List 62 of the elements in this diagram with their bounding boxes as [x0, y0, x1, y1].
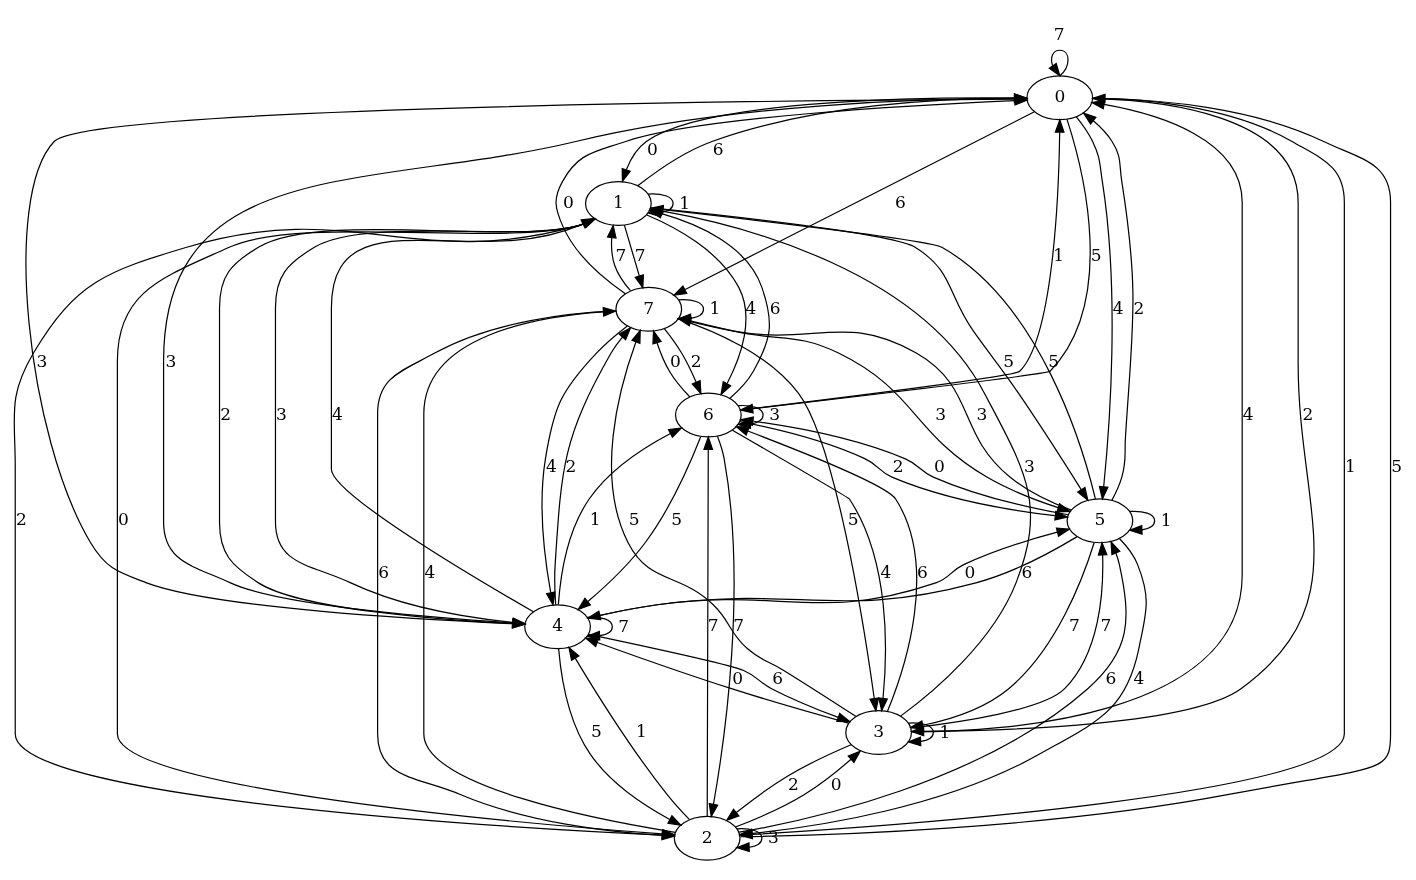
- edge-label: 4: [1112, 297, 1124, 318]
- edge-label: 2: [788, 773, 799, 794]
- edge-label: 5: [847, 509, 859, 530]
- edge-label: 7: [1100, 615, 1112, 636]
- edge-label: 1: [1053, 244, 1064, 265]
- edge-label: 7: [1068, 615, 1080, 636]
- edge-label: 0: [964, 562, 976, 583]
- edge-label: 0: [118, 509, 129, 530]
- edge-label: 5: [1003, 350, 1015, 371]
- edge-label: 4: [745, 297, 757, 318]
- edge-label: 5: [1048, 350, 1060, 371]
- edge-label: 7: [707, 615, 719, 636]
- edge-label: 6: [712, 139, 724, 160]
- edge-label: 2: [565, 456, 577, 477]
- edge-label: 5: [671, 509, 683, 530]
- edge-label: 2: [892, 456, 904, 477]
- edge-label: 5: [591, 720, 602, 741]
- edge-label: 3: [935, 403, 947, 424]
- edge-label: 6: [1105, 668, 1117, 689]
- edge-label: 2: [220, 403, 232, 424]
- edge-label: 3: [36, 350, 48, 371]
- edge-label: 2: [15, 509, 27, 530]
- edge-label: 1: [679, 192, 691, 213]
- edge-label: 4: [880, 562, 892, 583]
- edge-label: 4: [1133, 668, 1145, 689]
- edge-label: 5: [628, 509, 640, 530]
- edge-label: 7: [634, 244, 646, 265]
- edge-label: 0: [732, 668, 743, 689]
- edge-label: 0: [830, 773, 842, 794]
- edge-label: 5: [1391, 456, 1403, 477]
- edge-label: 0: [647, 139, 658, 160]
- edge-label: 6: [895, 191, 906, 212]
- edge-label: 1: [709, 298, 721, 319]
- edge-label: 2: [690, 350, 702, 371]
- edge-label: 3: [976, 403, 988, 424]
- edge-label: 3: [769, 404, 780, 425]
- edge-label: 1: [1345, 456, 1356, 477]
- edge-label: 0: [670, 350, 681, 371]
- edge-label: 3: [1023, 456, 1035, 477]
- edge-label: 0: [563, 191, 574, 212]
- edge-label: 3: [165, 350, 177, 371]
- edge-label: 7: [733, 615, 745, 636]
- edge-label: 4: [424, 562, 436, 583]
- edge-label: 1: [1160, 509, 1172, 530]
- edge-label: 0: [934, 456, 945, 477]
- edge-label: 2: [1302, 403, 1314, 424]
- edge-label: 6: [772, 668, 784, 689]
- edge-label: 6: [916, 562, 928, 583]
- edge-label: 7: [1053, 24, 1065, 45]
- edge-label: 5: [1090, 244, 1102, 265]
- edge-label: 7: [615, 244, 627, 265]
- edge-label: 6: [769, 297, 781, 318]
- edge-label: 7: [618, 615, 630, 636]
- edge-label: 4: [546, 456, 557, 477]
- edge-label: 4: [332, 403, 343, 424]
- edge-label: 1: [636, 720, 647, 741]
- edge-label: 3: [276, 403, 287, 424]
- edge-label: 4: [1242, 403, 1254, 424]
- edge-label: 6: [1021, 562, 1033, 583]
- edge-label: 1: [589, 509, 601, 530]
- edge-label: 6: [378, 562, 390, 583]
- edge-label: 2: [1133, 297, 1145, 318]
